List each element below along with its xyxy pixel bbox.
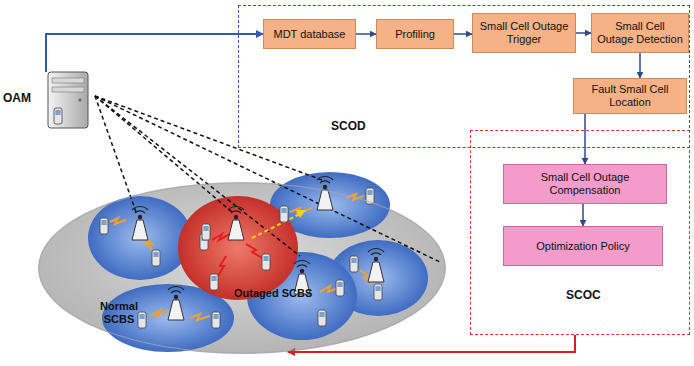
box-label: Small Cell Outage Compensation bbox=[509, 171, 661, 196]
region-label: Normal SCBS bbox=[94, 300, 144, 325]
flow-arrow bbox=[639, 53, 641, 78]
process-box: Optimization Policy bbox=[503, 226, 663, 266]
box-label: Optimization Policy bbox=[536, 240, 630, 253]
data-link bbox=[46, 34, 263, 72]
box-label: MDT database bbox=[274, 28, 346, 41]
box-label: Small Cell Outage Trigger bbox=[478, 20, 570, 45]
process-box: Small Cell Outage Compensation bbox=[503, 164, 667, 204]
box-label: Small Cell Outage Detection bbox=[597, 20, 683, 45]
flow-arrow bbox=[576, 32, 591, 34]
scod-region: MDT database Profiling Small Cell Outage T… bbox=[238, 5, 690, 148]
process-box: Small Cell Outage Trigger bbox=[472, 13, 576, 53]
flow-arrow bbox=[356, 33, 376, 35]
region-label: Outaged SCBS bbox=[234, 287, 312, 300]
region-label: OAM bbox=[3, 92, 31, 106]
box-label: Profiling bbox=[395, 28, 435, 41]
process-box: Profiling bbox=[376, 19, 454, 49]
flow-arrow bbox=[584, 114, 586, 164]
area-outline bbox=[38, 182, 446, 354]
process-box: Small Cell Outage Detection bbox=[591, 13, 689, 53]
feedback-arrow bbox=[288, 335, 575, 352]
process-box: Fault Small Cell Location bbox=[573, 78, 687, 114]
box-label: Fault Small Cell Location bbox=[579, 83, 681, 108]
region-label: SCOC bbox=[566, 289, 601, 303]
flow-arrow bbox=[454, 33, 472, 35]
region-label: SCOD bbox=[331, 120, 366, 134]
oam-server: OAM bbox=[2, 70, 97, 132]
network-area: Normal SCBS Outaged SCBS bbox=[38, 182, 446, 354]
process-box: MDT database bbox=[263, 19, 356, 49]
flow-arrow bbox=[582, 204, 584, 226]
scoc-region: Small Cell Outage CompensationOptimizati… bbox=[470, 130, 690, 335]
